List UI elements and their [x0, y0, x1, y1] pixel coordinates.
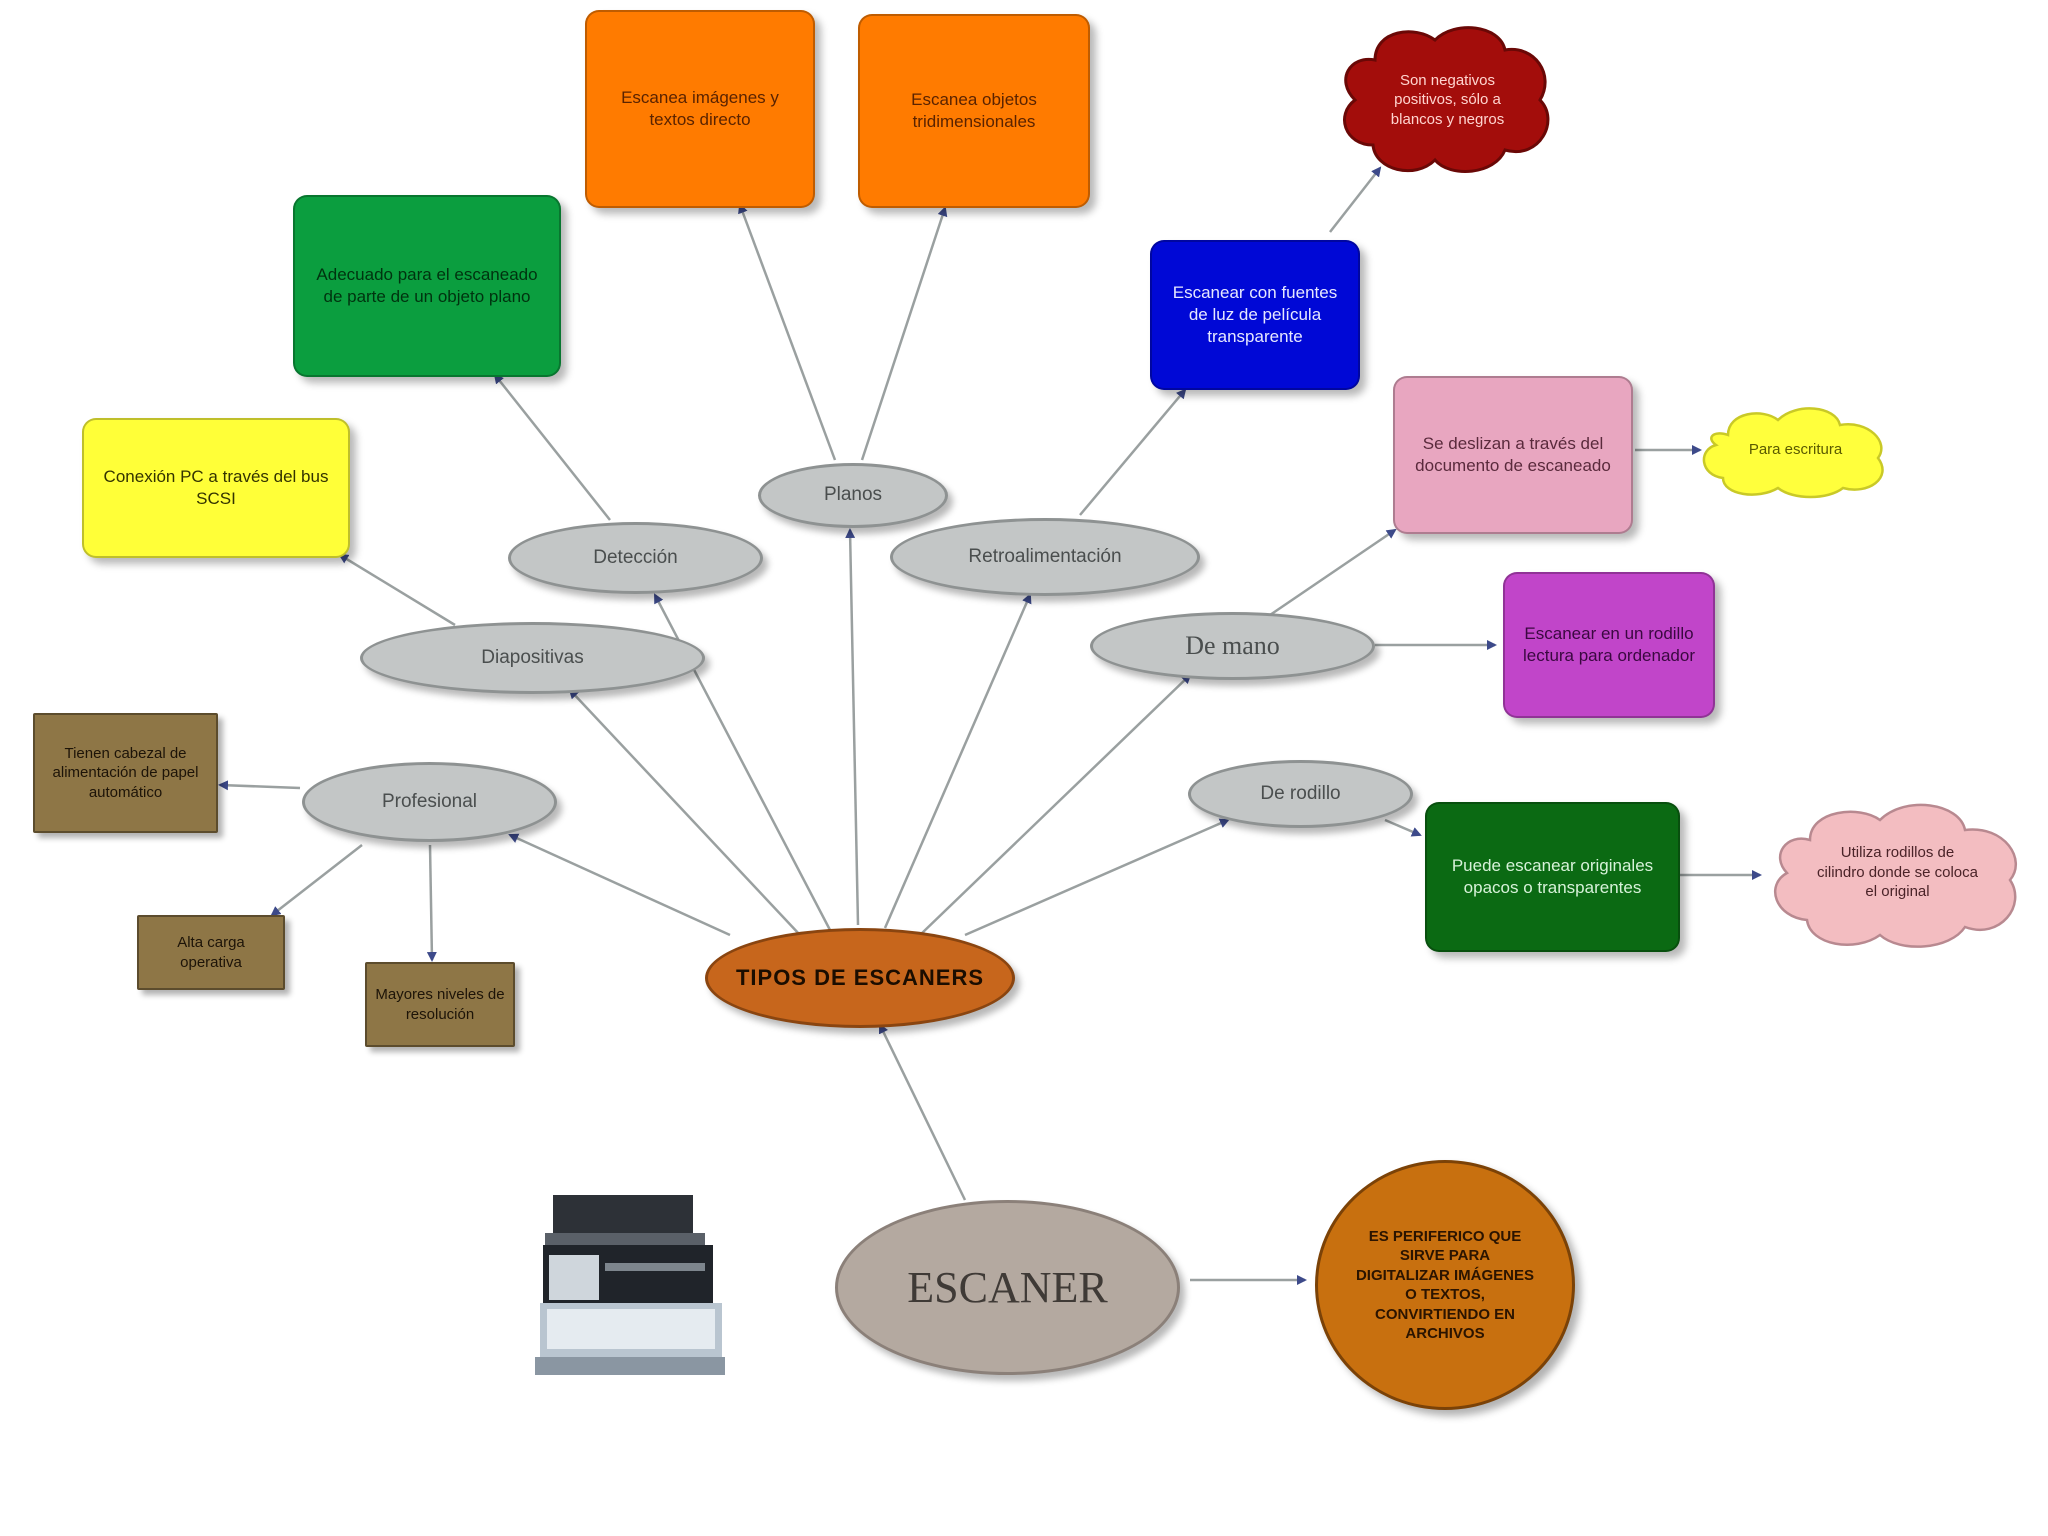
edge-diapositivas-yellow [338, 553, 456, 627]
box-green: Adecuado para el escaneado de parte de u… [293, 195, 561, 377]
type-de-rodillo: De rodillo [1188, 760, 1413, 828]
center-label: TIPOS DE ESCANERS [735, 964, 985, 990]
center-node: TIPOS DE ESCANERS [705, 928, 1015, 1028]
edge-center-demano [919, 673, 1192, 936]
box-yellow: Conexión PC a través del bus SCSI [82, 418, 350, 558]
edge-center-planos [845, 528, 860, 926]
edge-center-retro [883, 593, 1032, 929]
root-label: ESCANER [907, 1262, 1108, 1312]
edge-blue-redcloud [1329, 166, 1382, 233]
edge-center-diapositivas [568, 688, 801, 936]
box-dark-green: Puede escanear originales opacos o trans… [1425, 802, 1680, 952]
edge-center-rodillo [964, 818, 1230, 937]
cloud-red: Son negativos positivos, sólo a blancos … [1335, 20, 1560, 180]
box-brown-2: Alta carga operativa [137, 915, 285, 990]
cloud-yellow-shape [1702, 407, 1884, 499]
box-brown-3: Mayores niveles de resolución [365, 962, 515, 1047]
edge-deteccion-green [493, 373, 611, 521]
box-pink: Se deslizan a través del documento de es… [1393, 376, 1633, 534]
box-blue: Escanear con fuentes de luz de película … [1150, 240, 1360, 390]
scanner-device-image [535, 1195, 725, 1375]
type-profesional: Profesional [302, 762, 557, 842]
root-node: ESCANER [835, 1200, 1180, 1375]
box-brown-1: Tienen cabezal de alimentación de papel … [33, 713, 218, 833]
type-de-mano: De mano [1090, 612, 1375, 680]
edge-prof-brown2 [270, 844, 363, 917]
cloud-pink-shape [1774, 803, 2017, 948]
cloud-pink: Utiliza rodillos de cilindro donde se co… [1765, 795, 2030, 950]
type-diapositivas: Diapositivas [360, 622, 705, 694]
type-deteccion: Detección [508, 522, 763, 594]
cloud-yellow: Para escritura [1698, 400, 1893, 500]
edge-rodillo-darkgreen [1384, 818, 1422, 837]
definition-circle: ES PERIFERICO QUE SIRVE PARA DIGITALIZAR… [1315, 1160, 1575, 1410]
edge-prof-brown3 [426, 844, 437, 962]
edge-center-profesional [508, 833, 731, 937]
cloud-red-shape [1343, 26, 1550, 173]
edge-planos-orange-right [860, 206, 948, 461]
edge-prof-brown1 [218, 780, 301, 791]
definition-label: ES PERIFERICO QUE SIRVE PARA DIGITALIZAR… [1355, 1227, 1535, 1343]
edge-demano-pink [1269, 528, 1397, 617]
edge-planos-orange-left [738, 203, 837, 461]
box-orange-left: Escanea imágenes y textos directo [585, 10, 815, 208]
box-magenta: Escanear en un rodillo lectura para orde… [1503, 572, 1715, 718]
box-orange-right: Escanea objetos tridimensionales [858, 14, 1090, 208]
type-planos: Planos [758, 463, 948, 528]
edge-root-center [878, 1023, 967, 1201]
type-retroalimentacion: Retroalimentación [890, 518, 1200, 596]
edge-retro-blue [1079, 388, 1187, 516]
